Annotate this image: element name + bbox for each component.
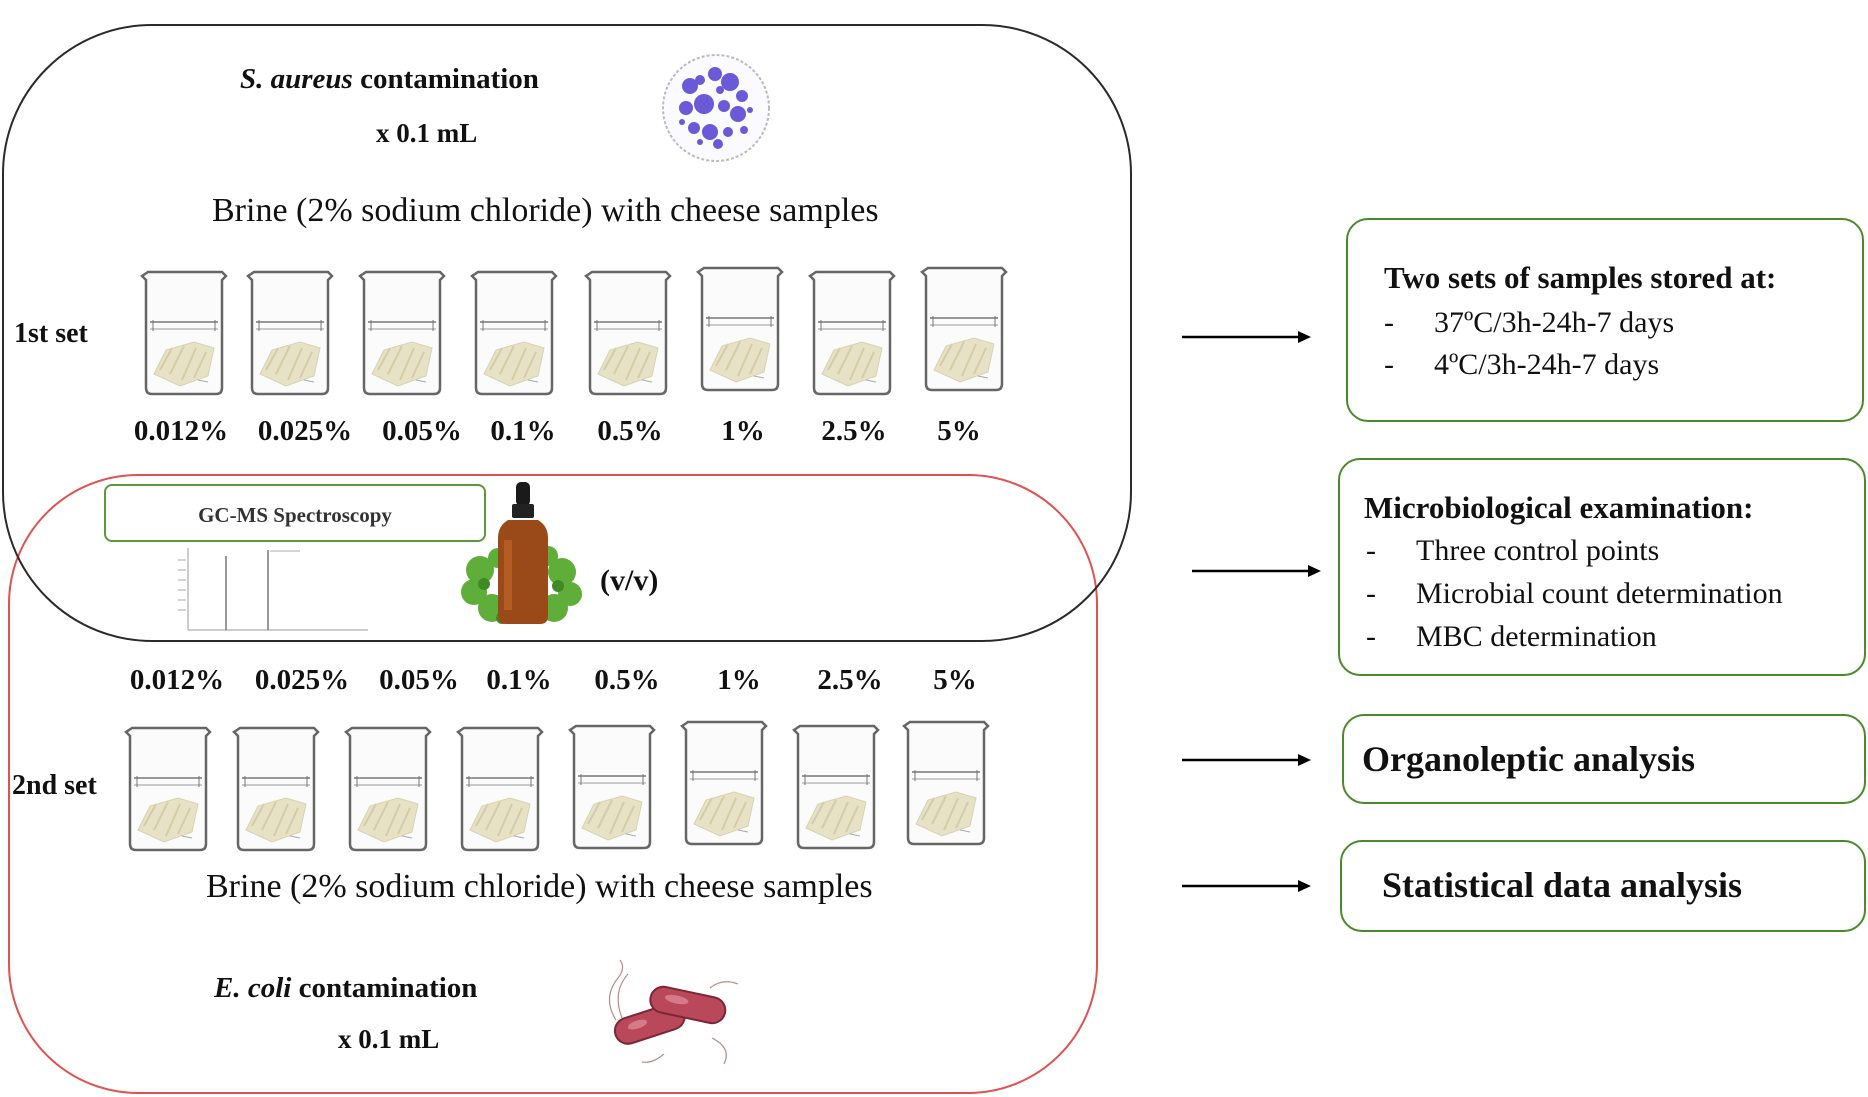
beaker-icon [898,712,994,847]
storage-item: -4ºC/3h-24h-7 days [1384,348,1660,381]
microbiological-box: Microbiological examination: -Three cont… [1338,458,1866,676]
first-set-label: 1st set [14,318,88,349]
concentration-label: 0.1% [486,664,552,696]
concentration-label: 2.5% [817,664,883,696]
beaker-icon [452,718,548,853]
concentration-label: 1% [717,664,761,696]
second-set-label: 2nd set [12,770,97,801]
beaker-icon [120,718,216,853]
beaker-icon [242,262,338,397]
statistical-label: Statistical data analysis [1382,865,1743,905]
brine-label-bottom: Brine (2% sodium chloride) with cheese s… [206,868,873,905]
beaker-icon [804,262,900,397]
beaker-icon [692,258,788,393]
saureus-experiment-frame [2,24,1132,642]
statistical-box: Statistical data analysis [1340,840,1866,932]
saureus-title: S. aureus contamination [240,63,539,96]
micro-item: -Three control points [1366,534,1660,567]
arrow-right-icon [1182,750,1312,770]
beaker-icon [354,262,450,397]
concentration-label: 0.012% [133,415,229,447]
bacteria-colony-icon [662,54,770,162]
concentration-label: 0.012% [129,664,225,696]
ecoli-name: E. coli [214,972,292,1004]
beaker-icon [466,262,562,397]
storage-item-text: 4ºC/3h-24h-7 days [1434,348,1660,381]
storage-item: -37ºC/3h-24h-7 days [1384,306,1675,339]
concentration-label: 0.025% [257,415,353,447]
concentration-label: 0.5% [597,415,663,447]
gcms-label-box: GC-MS Spectroscopy [104,484,486,542]
concentration-label: 0.1% [490,415,556,447]
saureus-volume: x 0.1 mL [376,118,478,148]
saureus-title-rest: contamination [352,63,539,95]
micro-item-text: Three control points [1416,534,1660,567]
micro-item-text: Microbial count determination [1416,577,1783,610]
organoleptic-label: Organoleptic analysis [1362,739,1696,779]
brine-label-top: Brine (2% sodium chloride) with cheese s… [212,192,879,229]
beaker-icon [340,718,436,853]
arrow-right-icon [1182,876,1312,896]
arrow-right-icon [1192,561,1322,581]
storage-conditions-box: Two sets of samples stored at: -37ºC/3h-… [1346,218,1864,422]
beaker-icon [580,262,676,397]
ecoli-bacteria-icon [608,959,739,1065]
concentration-unit: (v/v) [600,564,659,597]
micro-item: -MBC determination [1366,620,1657,653]
arrow-right-icon [1182,327,1312,347]
beaker-icon [676,712,772,847]
saureus-name: S. aureus [240,63,353,95]
beaker-icon [136,262,232,397]
beaker-icon [564,716,660,851]
micro-heading: Microbiological examination: [1364,490,1754,525]
concentration-label: 5% [937,415,981,447]
storage-item-text: 37ºC/3h-24h-7 days [1434,306,1675,339]
beaker-icon [788,716,884,851]
concentration-label: 0.05% [379,664,459,696]
ecoli-experiment-frame [8,474,1098,1094]
beaker-icon [916,258,1012,393]
ecoli-title: E. coli contamination [214,972,477,1005]
ecoli-title-rest: contamination [291,972,478,1004]
concentration-label: 1% [721,415,765,447]
micro-item-text: MBC determination [1416,620,1657,653]
storage-heading: Two sets of samples stored at: [1384,260,1777,295]
concentration-label: 2.5% [821,415,887,447]
essential-oil-bottle-icon [461,482,582,624]
concentration-label: 0.5% [594,664,660,696]
concentration-label: 0.05% [382,415,462,447]
concentration-label: 5% [933,664,977,696]
beaker-icon [228,718,324,853]
concentration-label: 0.025% [254,664,350,696]
micro-item: -Microbial count determination [1366,577,1783,610]
ecoli-volume: x 0.1 mL [338,1024,440,1054]
organoleptic-box: Organoleptic analysis [1342,714,1866,804]
chromatogram-icon [178,548,368,631]
